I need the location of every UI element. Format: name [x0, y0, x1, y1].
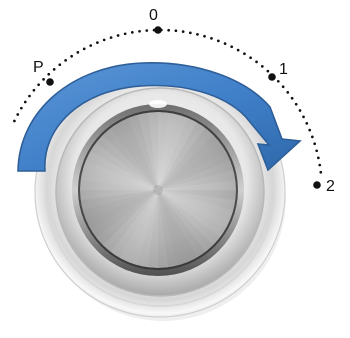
scale-dot — [286, 91, 289, 94]
scale-dot — [203, 35, 206, 38]
scale-dot — [53, 68, 56, 71]
scale-dot — [103, 39, 106, 42]
scale-dot — [282, 85, 285, 88]
scale-dot — [24, 101, 27, 104]
scale-dot — [302, 116, 305, 119]
scale-dot — [243, 52, 246, 55]
dial-label-0: 0 — [149, 7, 158, 24]
scale-dot — [131, 31, 134, 34]
scale-dot — [313, 142, 316, 145]
scale-dot — [13, 120, 16, 123]
scale-dot — [117, 34, 120, 37]
scale-dot — [210, 37, 213, 40]
scale-dot — [42, 78, 45, 81]
scale-dot — [255, 61, 258, 64]
dial-label-1: 1 — [279, 61, 288, 78]
marker-1 — [268, 73, 276, 81]
scale-dot — [16, 113, 19, 116]
scale-dot — [175, 29, 178, 32]
scale-dot — [182, 30, 185, 33]
dial-label-2: 2 — [326, 178, 335, 195]
knob-indicator — [149, 100, 167, 108]
scale-dot — [277, 80, 280, 83]
scale-dot — [299, 109, 302, 112]
scale-dot — [291, 97, 294, 100]
scale-dot — [319, 171, 322, 174]
scale-dot — [308, 129, 311, 132]
dial-label-p: P — [33, 59, 44, 76]
scale-dot — [311, 136, 314, 139]
scale-dot — [317, 157, 320, 160]
scale-dot — [261, 65, 264, 68]
scale-dot — [138, 30, 141, 33]
scale-dot — [28, 95, 31, 98]
scale-dot — [37, 83, 40, 86]
marker-2 — [313, 181, 321, 189]
scale-dot — [83, 47, 86, 50]
scale-dot — [89, 44, 92, 47]
scale-dot — [124, 32, 127, 35]
knob-face — [80, 112, 236, 268]
scale-dot — [295, 103, 298, 106]
scale-dot — [70, 55, 73, 58]
scale-dot — [249, 56, 252, 59]
marker-0 — [154, 26, 162, 34]
scale-dot — [110, 36, 113, 39]
scale-dot — [224, 42, 227, 45]
scale-dot — [76, 51, 79, 54]
scale-dot — [196, 33, 199, 36]
scale-dot — [217, 40, 220, 43]
scale-dot — [189, 32, 192, 35]
scale-dot — [33, 89, 36, 92]
scale-dot — [237, 49, 240, 52]
scale-dot — [167, 29, 170, 32]
marker-p — [46, 78, 54, 86]
scale-dot — [145, 29, 148, 32]
scale-dot — [315, 149, 318, 152]
scale-dot — [230, 45, 233, 48]
scale-dot — [267, 70, 270, 73]
scale-dot — [47, 73, 50, 76]
scale-dot — [305, 122, 308, 125]
scale-dot — [64, 59, 67, 62]
scale-dot — [96, 41, 99, 44]
scale-dot — [58, 63, 61, 66]
scale-dot — [318, 164, 321, 167]
scale-dot — [20, 107, 23, 110]
